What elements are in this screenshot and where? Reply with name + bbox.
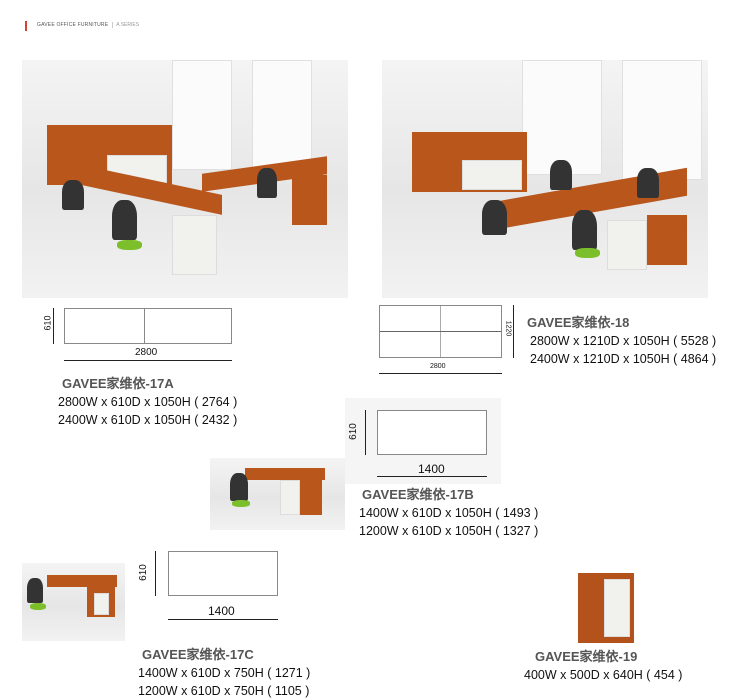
product-name: GAVEE家维依-17A [62, 376, 174, 391]
spec-block-18: GAVEE家维依-18 2800W x 1210D x 1050H ( 5528… [527, 314, 716, 368]
spec-line: 400W x 500D x 640H ( 454 ) [524, 668, 683, 682]
width-label-17c: 1400 [208, 604, 235, 618]
product-name: GAVEE家维依-19 [535, 649, 638, 664]
spec-line: 2800W x 610D x 1050H ( 2764 ) [58, 395, 238, 409]
plan-drawing-17b [377, 410, 487, 455]
spec-line: 2800W x 1210D x 1050H ( 5528 ) [530, 334, 717, 348]
depth-label-17a: 610 [42, 315, 53, 331]
spec-line: 2400W x 610D x 1050H ( 2432 ) [58, 413, 238, 427]
spec-block-17c: GAVEE家维依-17C 1400W x 610D x 750H ( 1271 … [138, 646, 310, 700]
spec-line: 1200W x 610D x 750H ( 1105 ) [138, 684, 310, 698]
product-photo-17b [210, 458, 345, 530]
spec-line: 1400W x 610D x 1050H ( 1493 ) [359, 506, 539, 520]
plan-drawing-17c [168, 551, 278, 596]
depth-label-18: 1220 [504, 320, 512, 337]
plan-drawing-18 [379, 305, 502, 358]
product-name: GAVEE家维依-18 [527, 315, 630, 330]
product-photo-18 [382, 60, 708, 298]
spec-line: 2400W x 1210D x 1050H ( 4864 ) [530, 352, 717, 366]
spec-block-17a: GAVEE家维依-17A 2800W x 610D x 1050H ( 2764… [58, 375, 237, 429]
spec-line: 1400W x 610D x 750H ( 1271 ) [138, 666, 311, 680]
product-name: GAVEE家维依-17B [362, 487, 474, 502]
depth-label-17b: 610 [347, 423, 359, 440]
product-photo-17a [22, 60, 348, 298]
product-photo-19 [578, 573, 634, 643]
product-name: GAVEE家维依-17C [142, 647, 254, 662]
series-name: A SERIES [112, 22, 139, 28]
spec-line: 1200W x 610D x 1050H ( 1327 ) [359, 524, 539, 538]
brand-name: GAVEE OFFICE FURNITURE [37, 22, 109, 28]
spec-block-19: GAVEE家维依-19 400W x 500D x 640H ( 454 ) [524, 648, 682, 684]
width-label-17b: 1400 [418, 462, 445, 476]
depth-label-17c: 610 [137, 564, 149, 581]
width-label-18: 2800 [430, 363, 446, 370]
product-photo-17c [22, 563, 125, 641]
header-accent-bar [25, 21, 27, 31]
plan-drawing-17a [64, 308, 232, 344]
page-header: GAVEE OFFICE FURNITURE A SERIES [37, 22, 139, 28]
spec-block-17b: GAVEE家维依-17B 1400W x 610D x 1050H ( 1493… [359, 486, 538, 540]
width-label-17a: 2800 [135, 347, 158, 358]
